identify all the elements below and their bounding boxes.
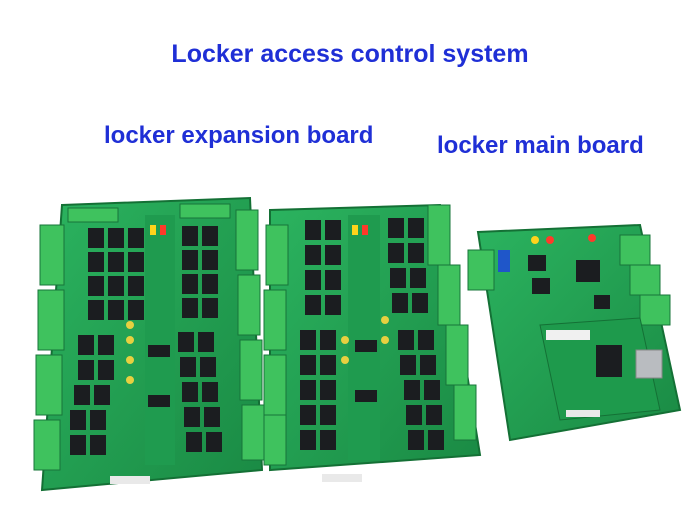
terminal-strip-left <box>33 224 65 471</box>
expansion-board-label: locker expansion board <box>104 122 374 149</box>
page-title: Locker access control system <box>171 40 529 68</box>
led <box>546 236 554 244</box>
terminal-strip-right <box>427 204 477 441</box>
connector <box>498 250 510 272</box>
terminal-blocks <box>467 234 671 326</box>
terminal-strip-top <box>67 203 231 223</box>
main-board <box>467 223 682 442</box>
terminal-strip-left <box>263 224 289 466</box>
relay-array <box>300 218 444 450</box>
regulator <box>528 255 546 271</box>
main-board-label: locker main board <box>437 132 644 159</box>
barcode-sticker <box>322 474 362 482</box>
led <box>588 234 596 242</box>
expansion-board-left <box>33 196 265 492</box>
chip <box>594 295 610 309</box>
regulator <box>532 278 550 294</box>
center-components <box>126 215 175 465</box>
relay <box>576 260 600 282</box>
led <box>531 236 539 244</box>
barcode-sticker <box>110 476 150 484</box>
center-components <box>341 215 389 460</box>
controller-module <box>539 317 663 421</box>
relay-array <box>70 226 222 455</box>
expansion-board-middle <box>263 203 482 482</box>
